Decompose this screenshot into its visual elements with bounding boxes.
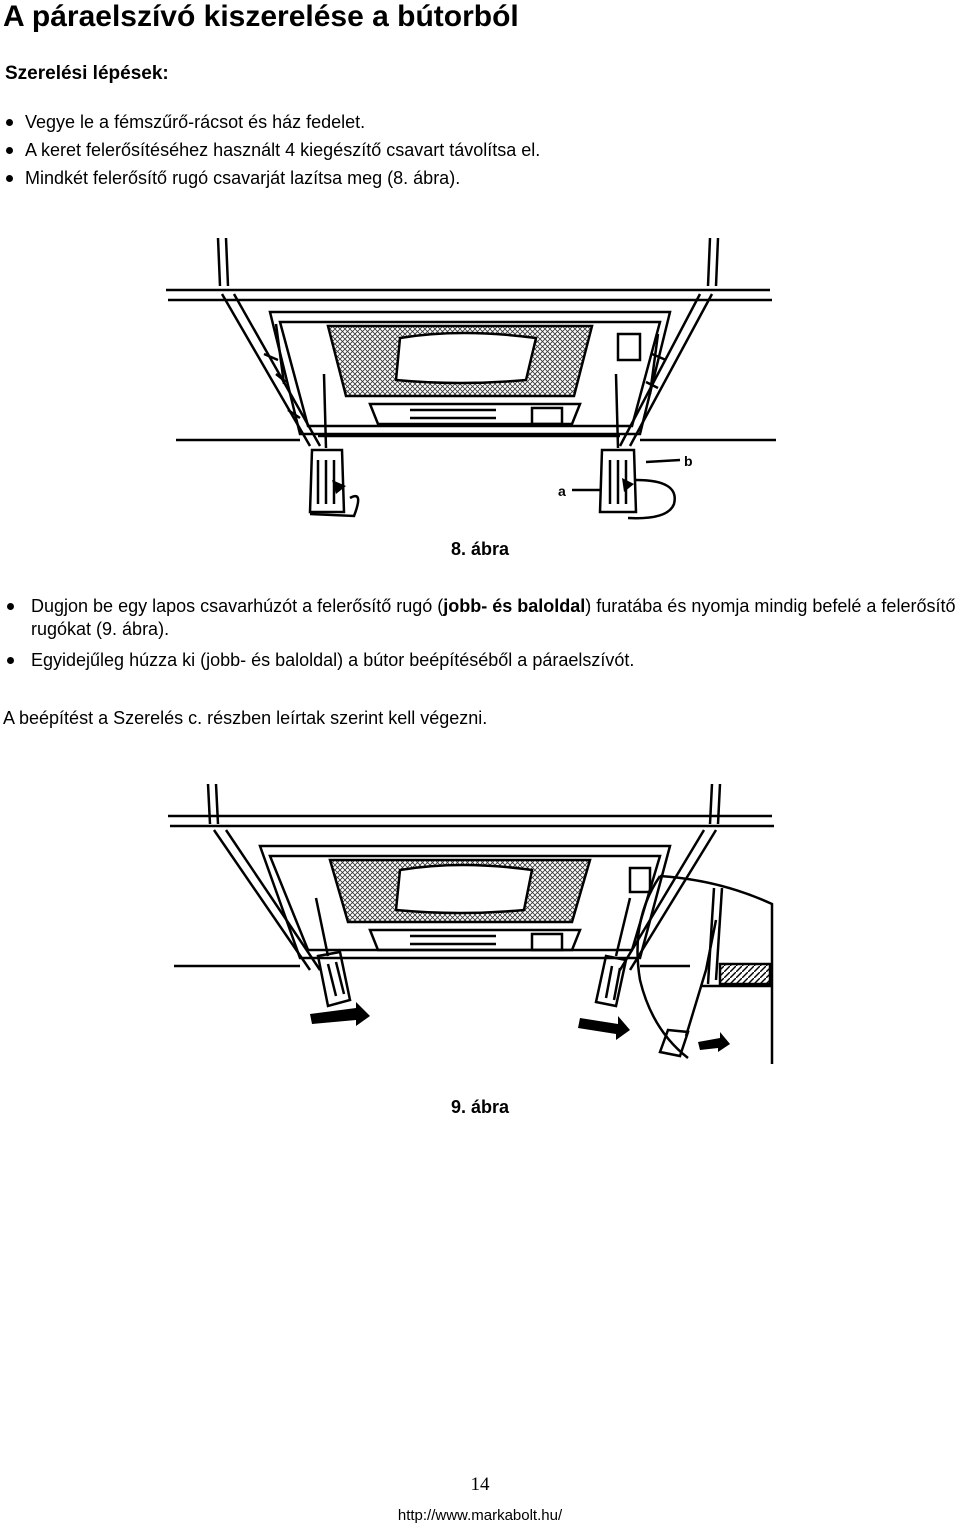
hood-removal-drawing: a b [166,237,776,520]
list-item: Dugjon be egy lapos csavarhúzót a felerő… [0,595,960,641]
step-text-bold: jobb- és baloldal [443,596,586,616]
step-text: Vegye le a fémszűrő-rácsot és ház fedele… [25,112,366,132]
figure-9-illustration [160,780,780,1072]
step-text-part: Dugjon be egy lapos csavarhúzót a felerő… [31,596,444,616]
step-text: A keret felerősítéséhez használt 4 kiegé… [25,140,541,160]
list-item: Vegye le a fémszűrő-rácsot és ház fedele… [0,108,700,136]
bullet-icon [6,175,13,182]
footer-url: http://www.markabolt.hu/ [397,1507,563,1524]
step-text: Mindkét felerősítő rugó csavarját lazíts… [25,168,461,188]
page-title: A páraelszívó kiszerelése a bútorból [3,0,519,33]
spring-release-drawing [168,783,774,1064]
bullet-icon [6,147,13,154]
step-text-part: ) furatába és nyomja mindig befelé a fel… [31,596,956,639]
bullet-icon [6,119,13,126]
label-a: a [558,483,566,499]
figure-8-caption: 8. ábra [450,539,510,559]
list-item: Egyidejűleg húzza ki (jobb- és baloldal)… [0,649,960,672]
list-item: Mindkét felerősítő rugó csavarját lazíts… [0,164,700,192]
steps-list-1: Vegye le a fémszűrő-rácsot és ház fedele… [0,108,700,192]
step-text: Egyidejűleg húzza ki (jobb- és baloldal)… [31,650,635,670]
bullet-icon [7,603,14,610]
label-b: b [684,453,693,469]
figure-9-caption: 9. ábra [450,1097,510,1117]
steps-list-2: Dugjon be egy lapos csavarhúzót a felerő… [0,595,960,680]
bullet-icon [7,657,14,664]
page-number: 14 [470,1474,490,1495]
figure-8-illustration: a b [160,234,790,534]
installation-note: A beépítést a Szerelés c. részben leírta… [3,708,488,728]
section-subtitle: Szerelési lépések: [5,63,169,84]
list-item: A keret felerősítéséhez használt 4 kiegé… [0,136,700,164]
